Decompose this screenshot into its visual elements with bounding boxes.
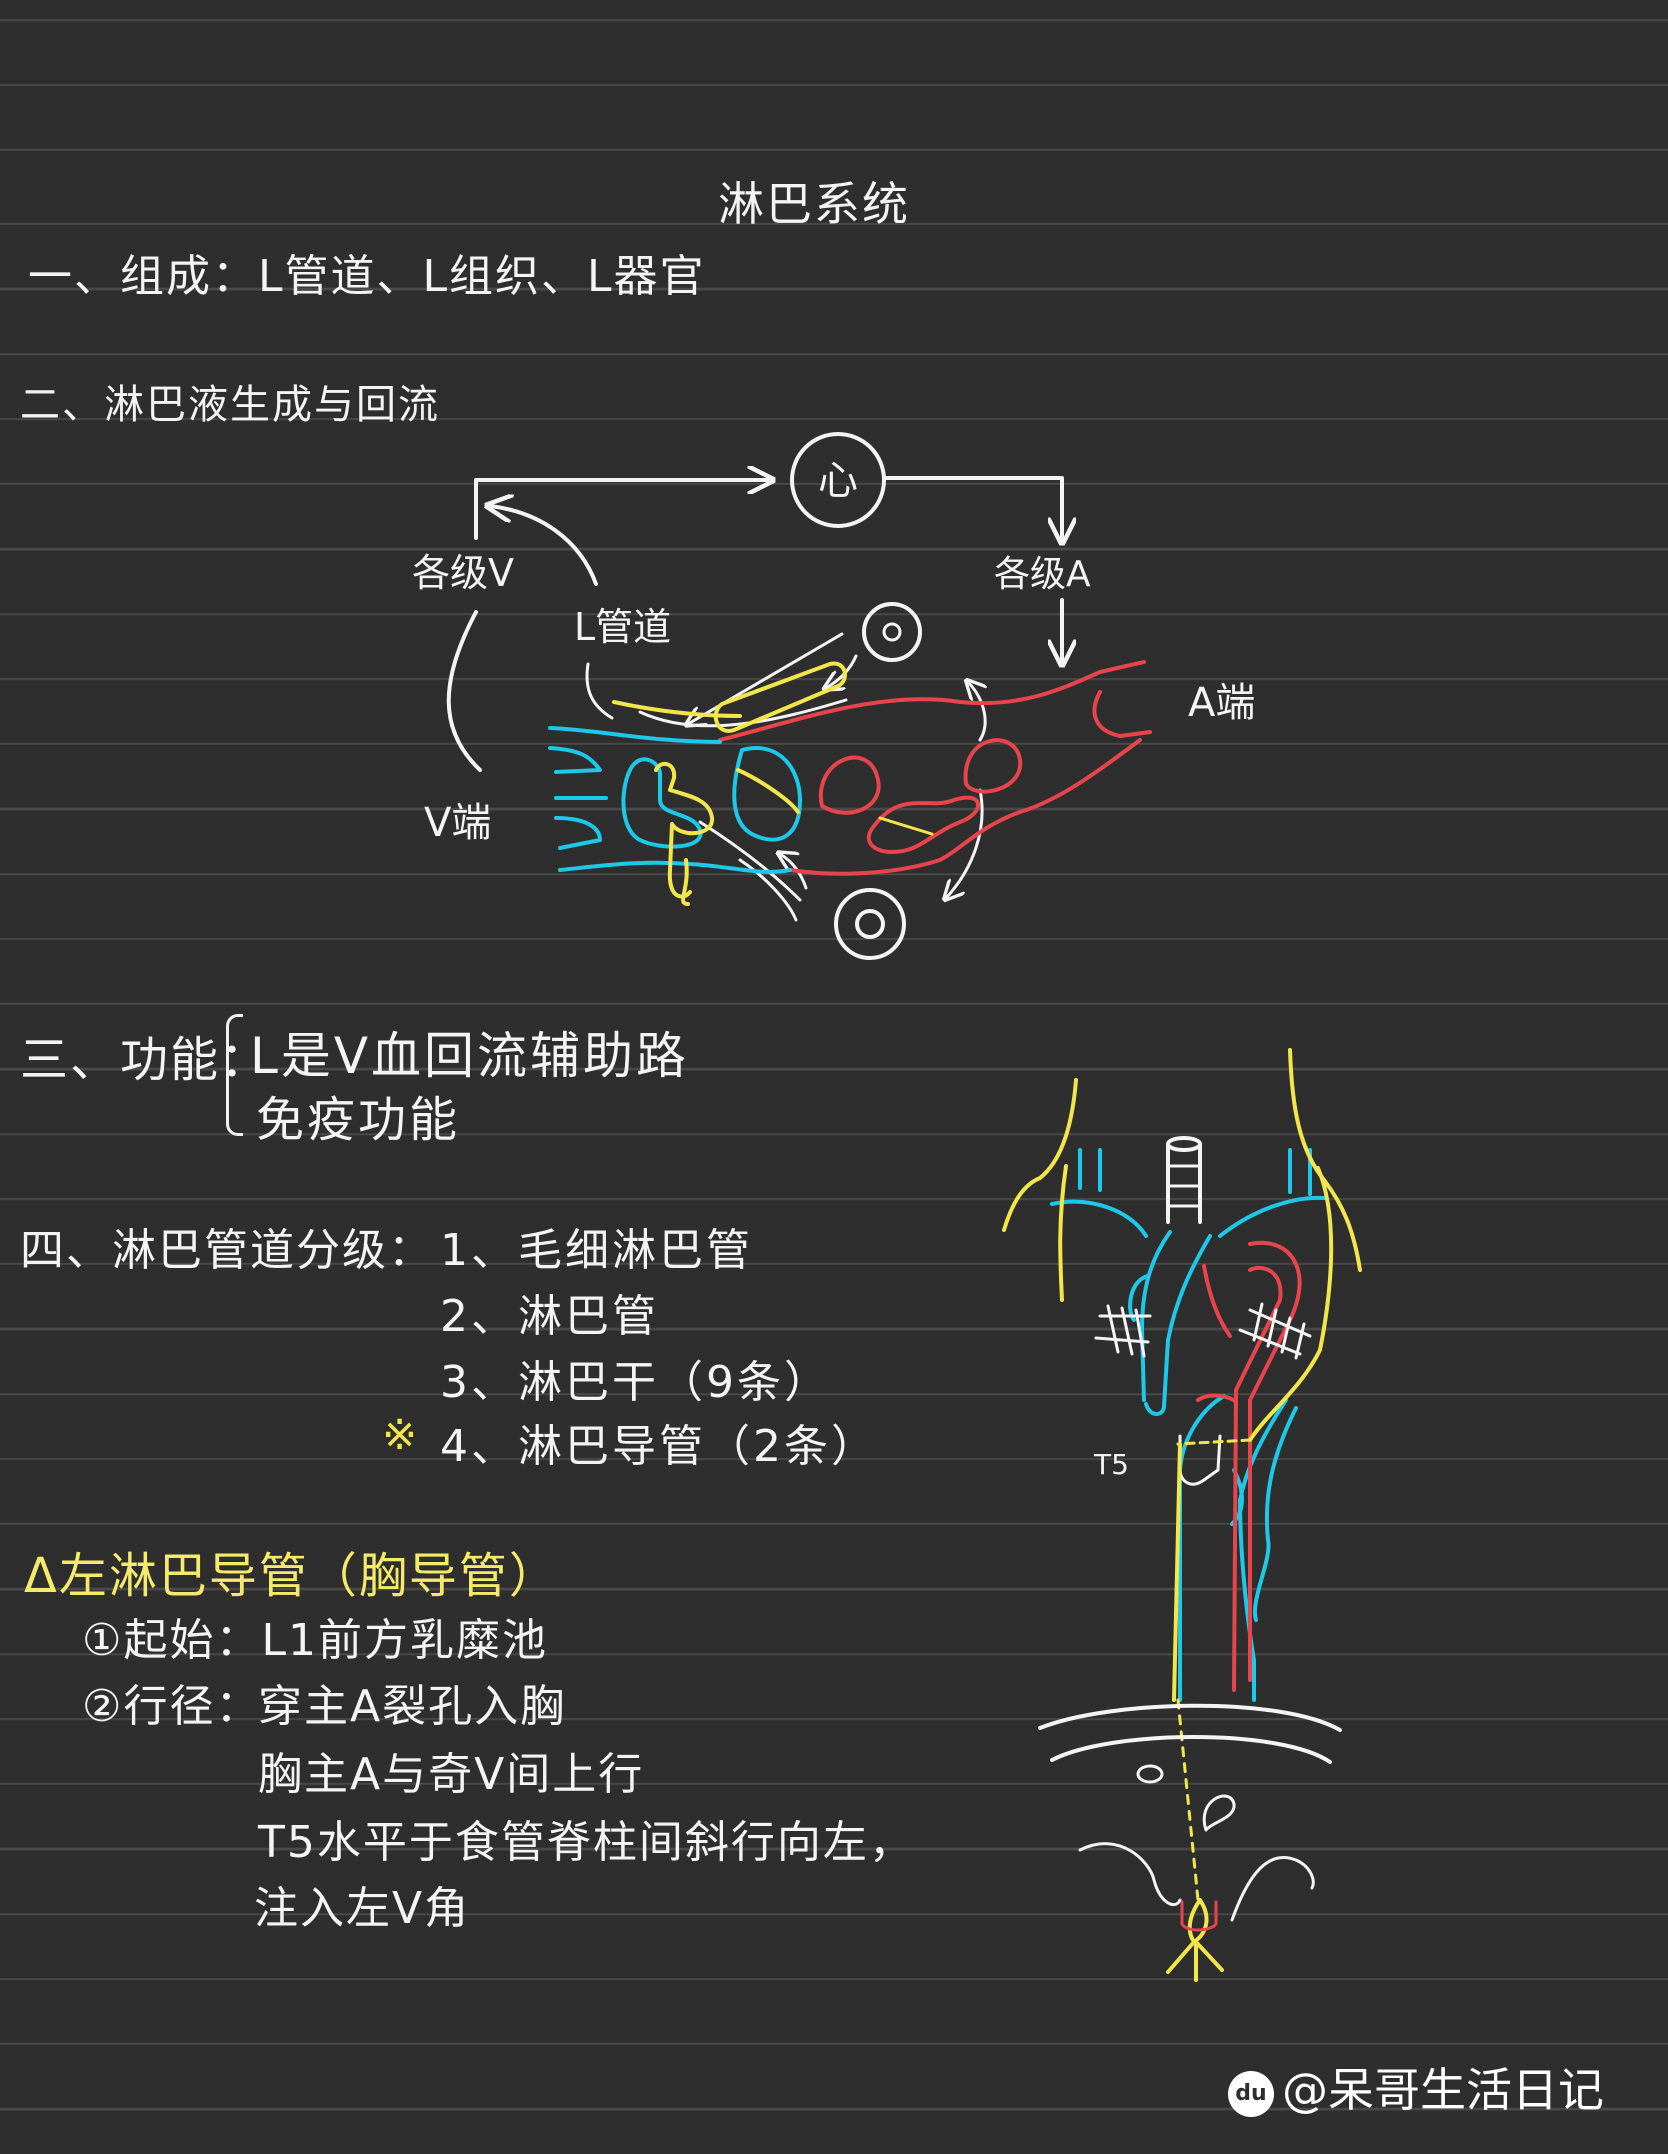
important-mark: ※ xyxy=(382,1410,418,1459)
lymph-return-arrow xyxy=(490,506,598,586)
section-lymph-flow-heading: 二、淋巴液生成与回流 xyxy=(20,382,440,428)
venous-end-label: V端 xyxy=(424,800,491,846)
thoracic-origin: ①起始：L1前方乳糜池 xyxy=(82,1615,548,1666)
thoracic-course-line: T5水平于食管脊柱间斜行向左， xyxy=(258,1817,915,1868)
grading-item: 3、淋巴干（9条） xyxy=(440,1357,831,1408)
thoracic-course-label: ②行径： xyxy=(82,1681,262,1732)
grading-item: 1、毛细淋巴管 xyxy=(440,1225,753,1276)
function-item: L是V血回流辅助路 xyxy=(250,1027,690,1085)
venous-curve xyxy=(446,610,482,772)
lymph-flow-diagram: 心 各级V 各级A L管道 V端 A端 xyxy=(412,432,1255,960)
lymph-vessel-label: L管道 xyxy=(574,605,671,649)
thoracic-duct-diagram: T5 xyxy=(1002,1048,1362,1982)
arterial-end-label: A端 xyxy=(1188,680,1255,726)
tissue-cell xyxy=(862,602,922,662)
thoracic-course-line: 穿主A裂孔入胸 xyxy=(258,1681,567,1732)
tissue-cell xyxy=(834,888,906,960)
section-thoracic-duct-heading: Δ左淋巴导管（胸导管） xyxy=(24,1548,559,1604)
grading-item: 4、淋巴导管（2条） xyxy=(440,1421,878,1472)
t5-label: T5 xyxy=(1093,1448,1129,1481)
thoracic-course-line: 注入左V角 xyxy=(254,1883,471,1934)
grading-item: 2、淋巴管 xyxy=(440,1291,659,1342)
function-item: 免疫功能 xyxy=(256,1092,461,1148)
section-grading-heading: 四、淋巴管道分级： xyxy=(20,1225,434,1276)
paw-logo-icon: du xyxy=(1228,2070,1274,2117)
arteries-label: 各级A xyxy=(994,554,1091,595)
section-composition: 一、组成：L管道、L组织、L器官 xyxy=(28,251,706,302)
watermark: du@呆哥生活日记 xyxy=(1228,2054,1604,2120)
heart-to-artery-arrow xyxy=(884,476,1062,540)
vein-to-heart-arrow xyxy=(474,480,770,540)
page-title: 淋巴系统 xyxy=(718,177,910,231)
thoracic-course-line: 胸主A与奇V间上行 xyxy=(258,1749,645,1800)
watermark-text: @呆哥生活日记 xyxy=(1282,2063,1604,2117)
veins-label: 各级V xyxy=(412,551,514,595)
heart-circle xyxy=(790,432,886,528)
function-brace xyxy=(226,1014,243,1136)
heart-label: 心 xyxy=(818,458,858,504)
